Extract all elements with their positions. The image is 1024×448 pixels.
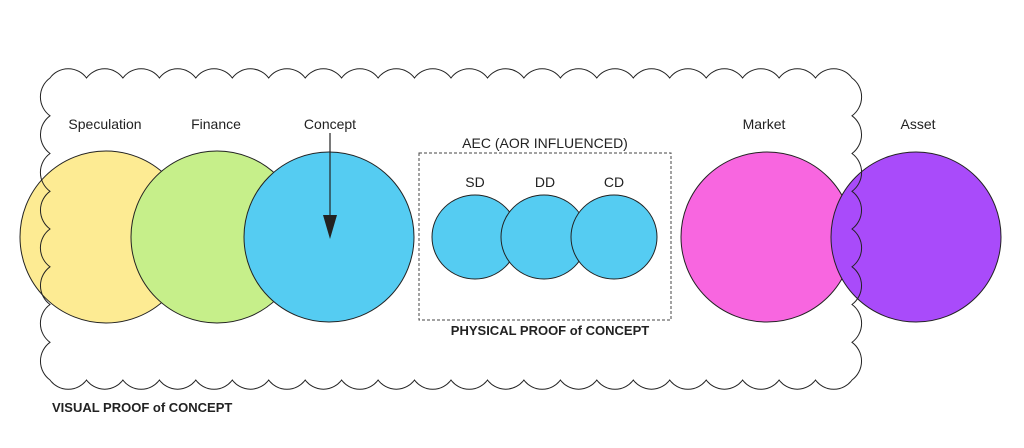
cd-label: CD [604,174,624,190]
market-circle [680,151,854,323]
cd-circle [570,194,658,280]
visual-proof-cloud-outline [39,68,863,390]
aec-title: AEC (AOR INFLUENCED) [462,135,628,151]
concept-label: Concept [304,116,356,132]
market-label: Market [743,116,786,132]
physical-proof-caption: PHYSICAL PROOF of CONCEPT [451,323,649,338]
dd-label: DD [535,174,555,190]
arrow-head-icon [323,215,337,239]
concept-circle [243,151,415,323]
asset-label: Asset [900,116,935,132]
sd-label: SD [465,174,484,190]
aec-dashed-box [418,152,672,321]
speculation-label: Speculation [68,116,141,132]
finance-label: Finance [191,116,241,132]
asset-circle [830,151,1002,323]
visual-proof-caption: VISUAL PROOF of CONCEPT [52,400,232,415]
